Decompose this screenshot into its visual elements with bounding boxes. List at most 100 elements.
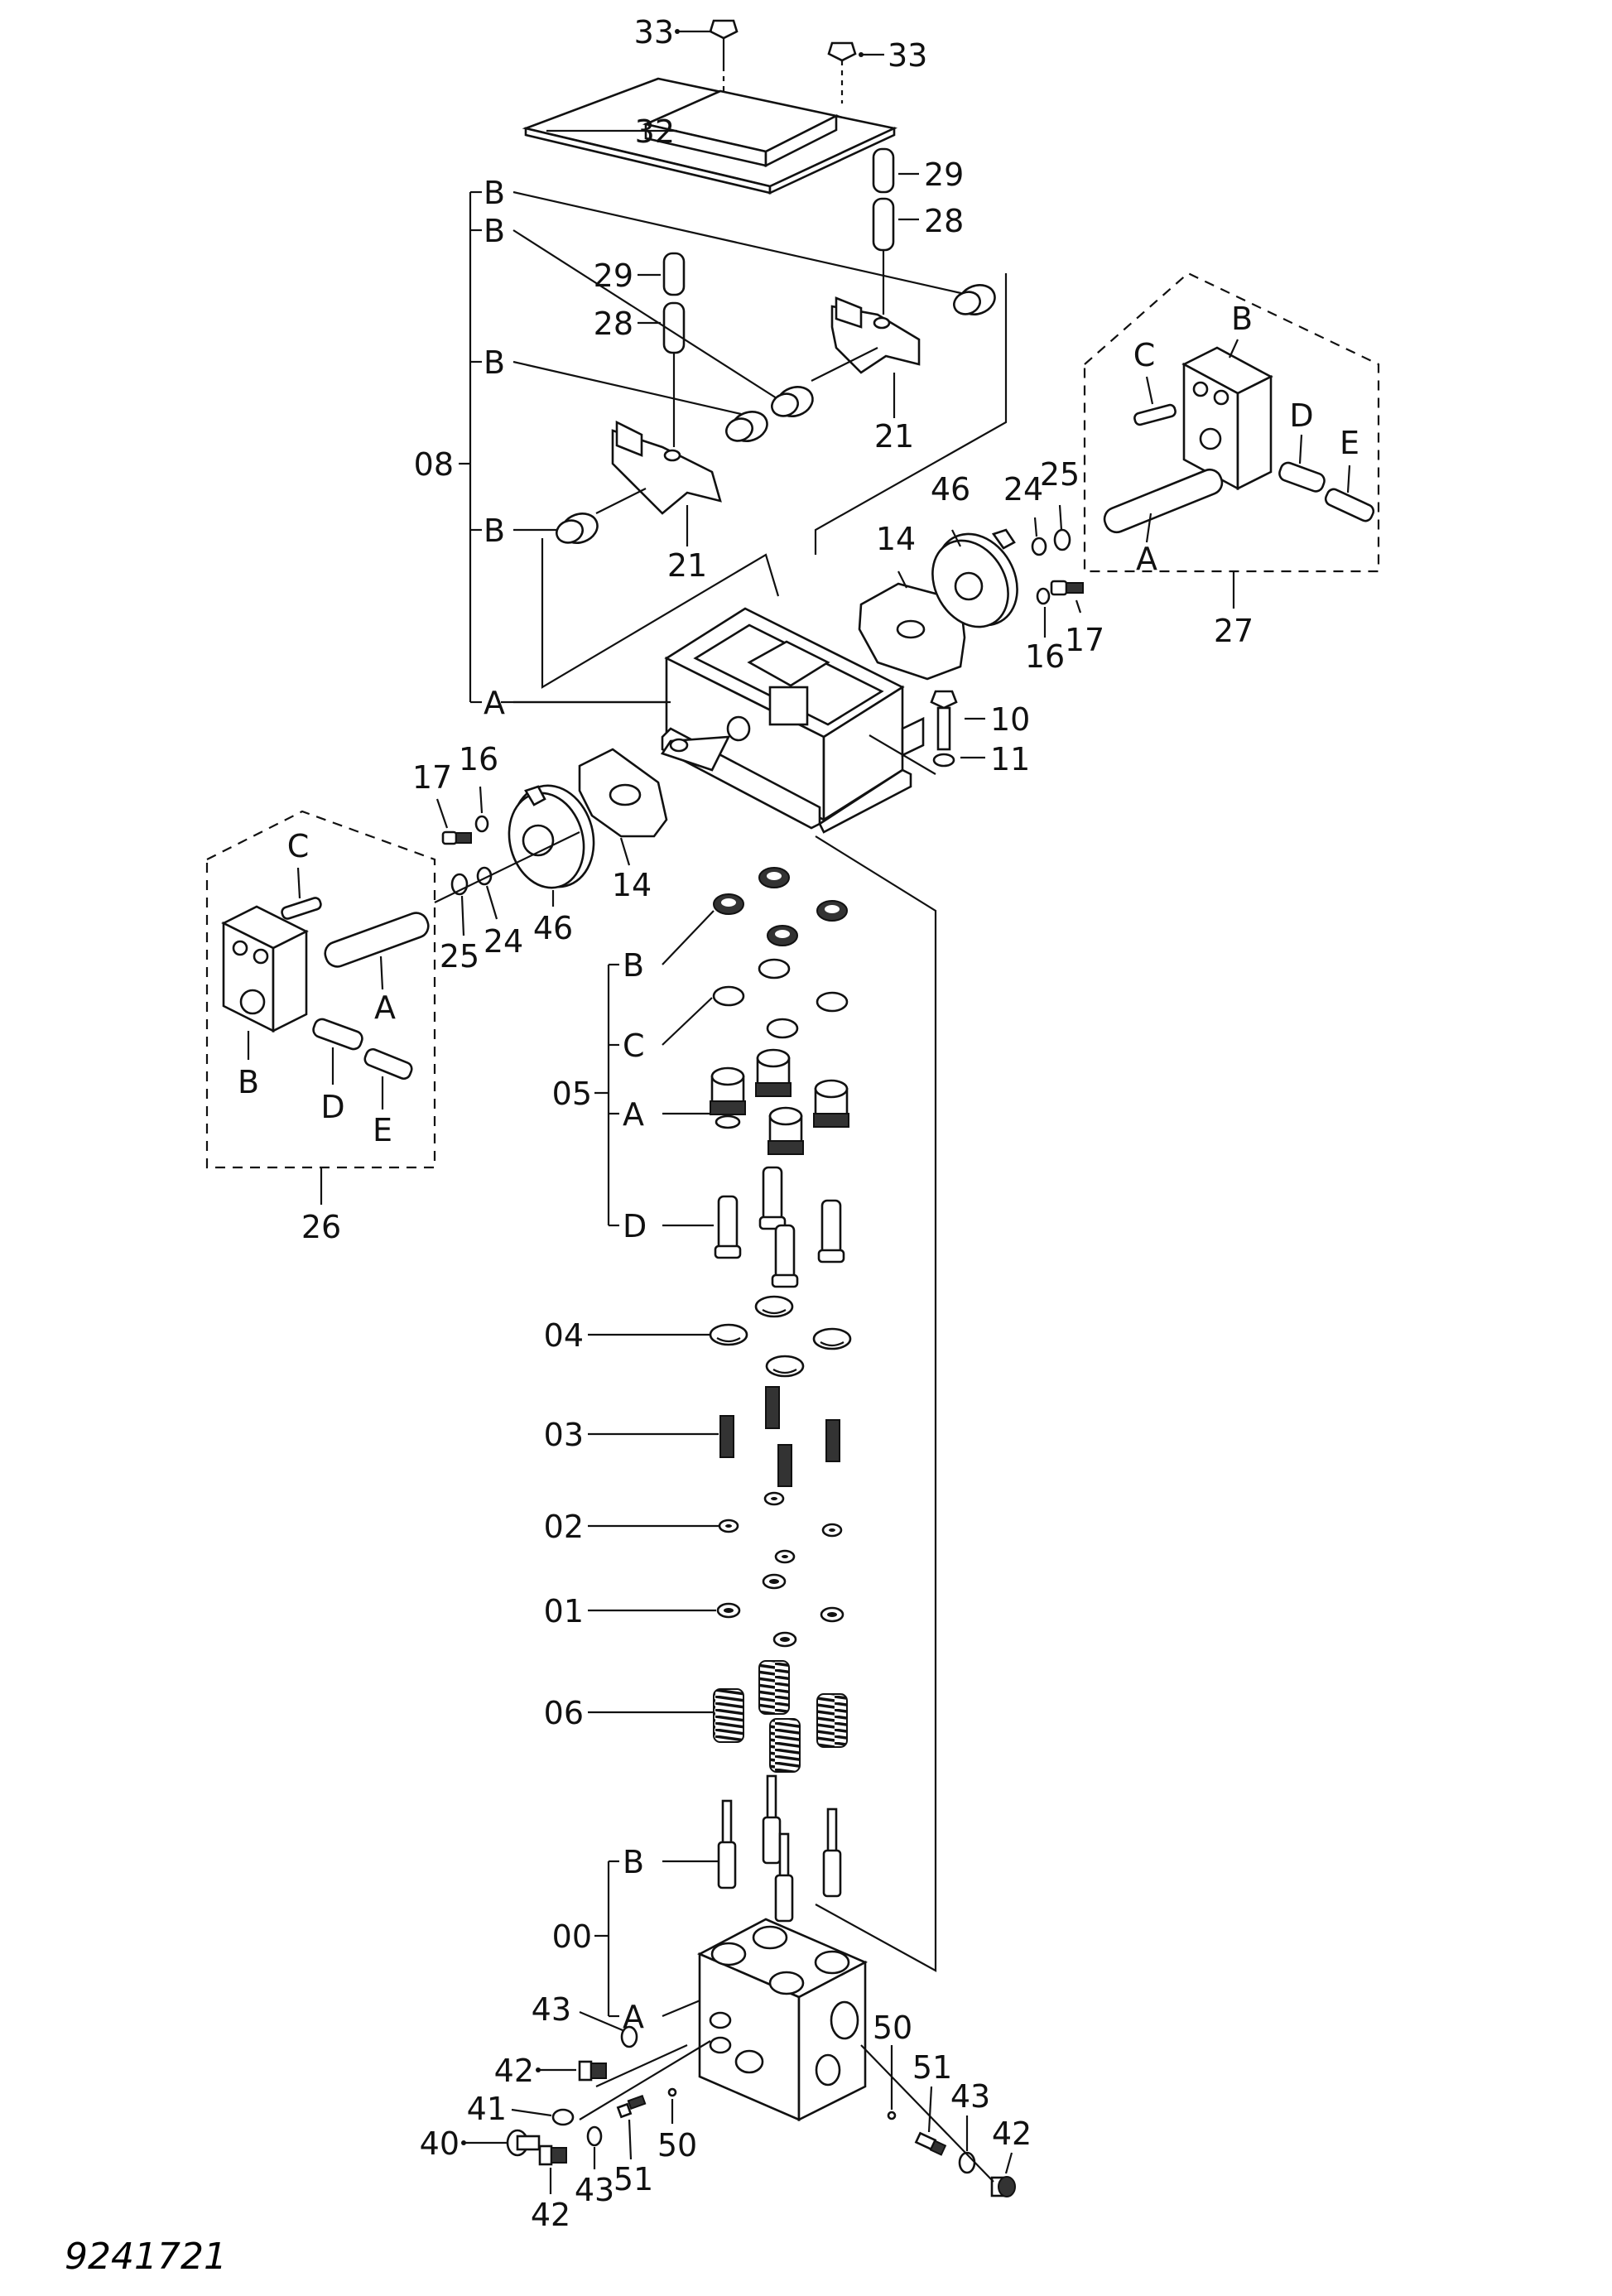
bolt-33-left: [709, 19, 739, 91]
bushing-b-3: [725, 411, 768, 442]
label-42-left-lower: 42: [531, 2197, 570, 2233]
label-A-05: A: [623, 1096, 644, 1133]
pin-d-26: [312, 1018, 363, 1051]
bolt-10: [930, 690, 958, 751]
pin-28-upper: [872, 197, 895, 315]
label-01: 01: [544, 1593, 584, 1629]
label-42-left-upper: 42: [494, 2053, 534, 2089]
pin-e-26: [363, 1047, 413, 1081]
washer-16-left: [474, 815, 489, 833]
o-ring-25-right: [1053, 528, 1071, 551]
plug-42-left-lower: [538, 2144, 567, 2166]
block-b-27: [1181, 346, 1273, 491]
label-05: 05: [552, 1076, 592, 1112]
block-b-26: [221, 905, 309, 1033]
shaft-a-26: [324, 912, 430, 968]
plug-40: [506, 2129, 541, 2157]
spring-seats-04: [709, 1295, 852, 1378]
label-B-05: B: [623, 947, 644, 984]
plug-42-right: [990, 2176, 1016, 2197]
label-28-upper: 28: [924, 203, 964, 239]
cover-46-right: [931, 528, 1018, 628]
label-B-08-2: B: [484, 213, 505, 249]
group-26-outline: [205, 810, 436, 1169]
label-50-left: 50: [657, 2127, 697, 2164]
label-10: 10: [990, 701, 1030, 738]
label-41: 41: [467, 2091, 507, 2127]
label-06: 06: [544, 1695, 584, 1731]
label-17-left: 17: [412, 759, 452, 796]
springs-06: [713, 1660, 848, 1773]
gasket-14-right: [858, 582, 966, 681]
pin-d-27: [1278, 461, 1326, 493]
label-D-05: D: [623, 1208, 647, 1244]
screw-51-right: [914, 2131, 947, 2156]
label-17-right: 17: [1065, 622, 1104, 658]
ball-50-left: [667, 2087, 677, 2097]
label-A-27: A: [1136, 541, 1157, 577]
label-28-left: 28: [594, 306, 633, 342]
pin-c-27: [1133, 403, 1177, 426]
label-B-08-4: B: [484, 513, 505, 549]
pistons-d: [714, 1166, 845, 1288]
label-11: 11: [990, 741, 1030, 777]
pin-29-left: [662, 252, 686, 296]
label-33-left: 33: [634, 14, 674, 51]
label-24-right: 24: [1003, 471, 1043, 508]
label-21-lower: 21: [667, 547, 707, 584]
label-B-27: B: [1231, 301, 1253, 337]
label-E-27: E: [1340, 425, 1359, 461]
seals-b: [713, 867, 848, 946]
washer-16-right: [1036, 587, 1051, 605]
frame-line-right: [815, 835, 937, 1972]
label-14-right: 14: [876, 521, 916, 557]
shaft-a-27: [1103, 468, 1224, 534]
group-27-outline: [1083, 272, 1380, 573]
label-21-upper: 21: [874, 418, 914, 455]
label-25-left: 25: [440, 938, 479, 975]
lever-21-upper: [830, 296, 921, 374]
label-08: 08: [414, 446, 454, 483]
ball-50-right: [887, 2111, 897, 2120]
label-14-left: 14: [612, 867, 652, 903]
washers-02: [718, 1491, 843, 1564]
screw-17-right: [1050, 580, 1084, 596]
label-51-right: 51: [912, 2049, 952, 2086]
label-16-left: 16: [459, 741, 498, 777]
label-04: 04: [544, 1317, 584, 1354]
o-ring-41: [551, 2108, 575, 2126]
label-03: 03: [544, 1417, 584, 1453]
pin-29-upper: [872, 147, 895, 194]
cover-plate-32: [522, 77, 898, 195]
label-26: 26: [301, 1209, 341, 1245]
lever-21-lower: [611, 420, 722, 515]
label-42-right: 42: [992, 2115, 1032, 2152]
discs-c: [712, 958, 849, 1039]
washers-01: [716, 1573, 844, 1648]
label-B-26: B: [238, 1064, 259, 1100]
label-40: 40: [420, 2125, 460, 2162]
label-33-right: 33: [888, 37, 927, 74]
label-43-left-upper: 43: [532, 1991, 571, 2028]
plug-42-left-upper: [578, 2060, 607, 2082]
label-02: 02: [544, 1509, 584, 1545]
bracket-08: [459, 190, 482, 704]
pin-c-26: [281, 897, 322, 920]
label-B-00: B: [623, 1844, 644, 1880]
bolt-33-right: [827, 41, 857, 103]
label-00: 00: [552, 1918, 592, 1955]
bushing-b-1: [953, 284, 996, 315]
bracket-00: [594, 1860, 619, 2018]
plugs-a: [710, 1048, 849, 1155]
label-29-upper: 29: [924, 156, 964, 193]
o-ring-24-right: [1031, 537, 1047, 556]
label-43-left-lower: 43: [575, 2172, 614, 2208]
label-D-27: D: [1289, 397, 1313, 434]
spools-b: [717, 1774, 842, 1923]
label-B-08-3: B: [484, 344, 505, 381]
label-C-26: C: [287, 828, 310, 864]
label-D-26: D: [320, 1089, 344, 1125]
bracket-05: [594, 963, 619, 1227]
pin-e-27: [1324, 488, 1375, 522]
